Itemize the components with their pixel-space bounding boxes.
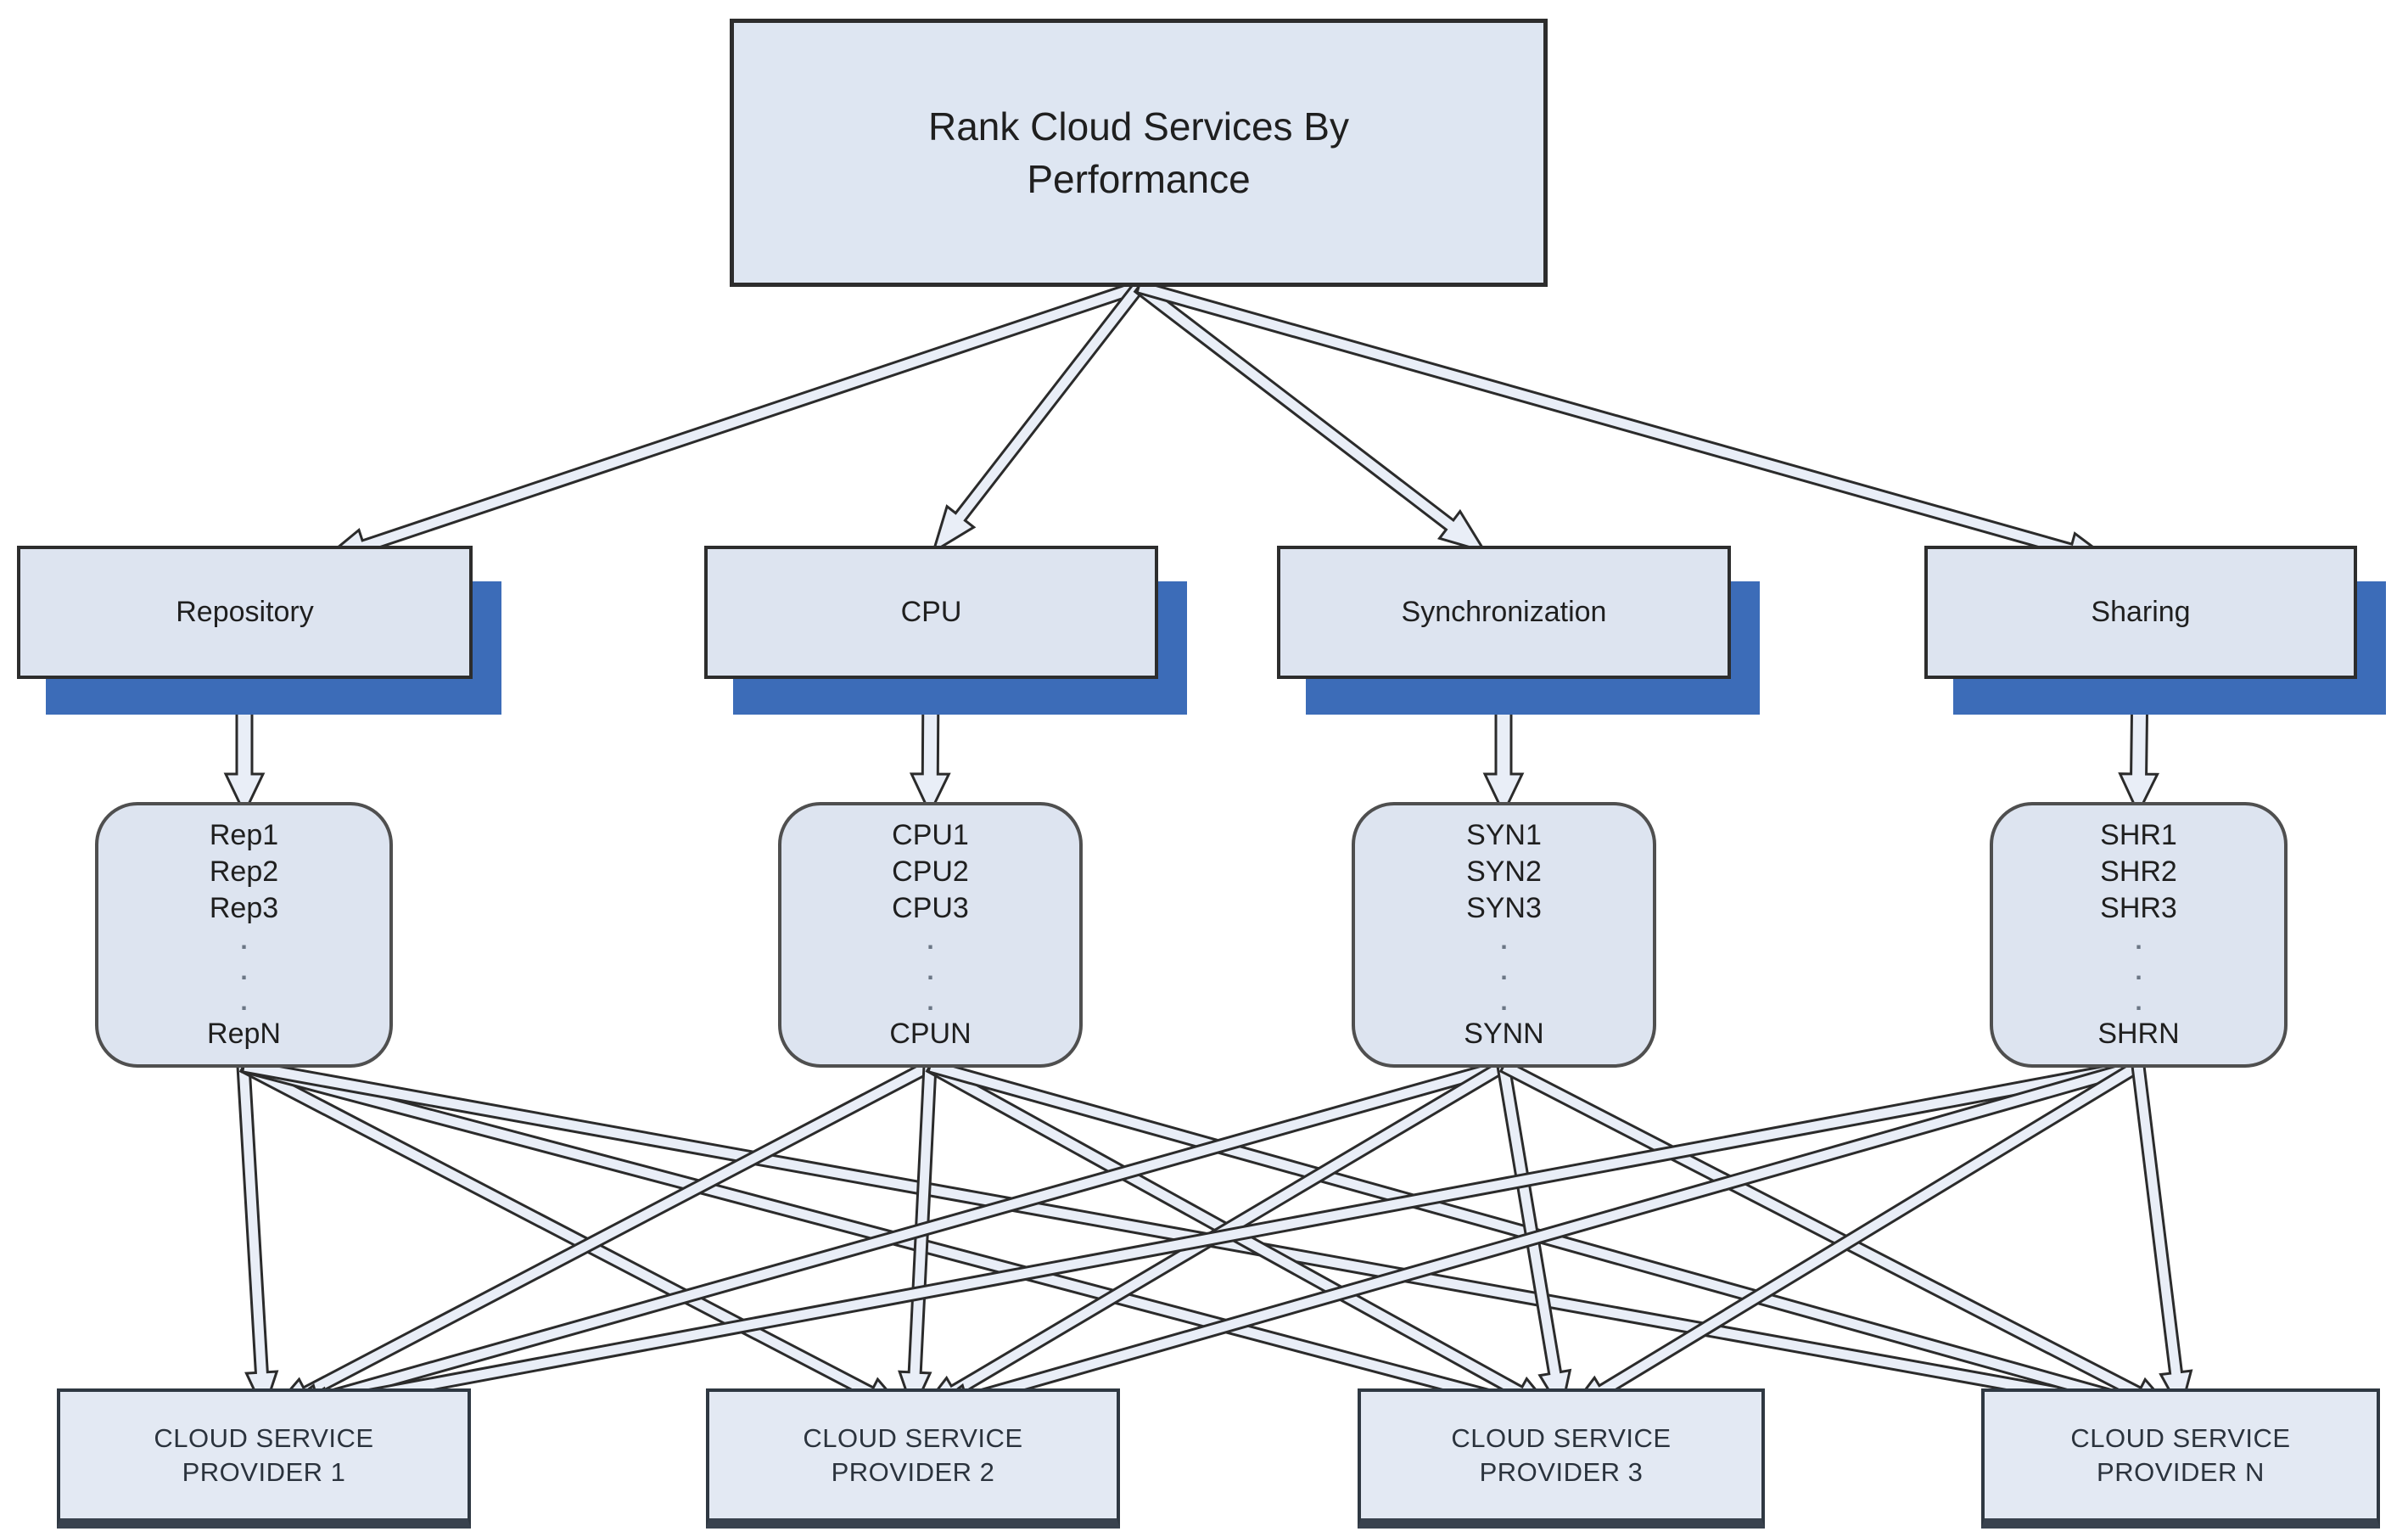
criterion-box-cpu: CPU (704, 546, 1158, 679)
provider-box-2: CLOUD SERVICE PROVIDER 2 (706, 1388, 1120, 1529)
alt-item-last: SYNN (1464, 1018, 1544, 1050)
alternatives-to-provider-arrow-1-3 (927, 1058, 2167, 1416)
criterion-box-synchronization: Synchronization (1277, 546, 1731, 679)
alternatives-box-synchronization: SYN1 SYN2 SYN3 . . . SYNN (1352, 802, 1656, 1068)
alternatives-to-provider-arrow-1-1 (898, 1064, 938, 1415)
goal-to-criterion-arrow-2 (1133, 280, 1488, 554)
alternatives-to-provider-arrow-3-3 (2131, 1063, 2193, 1415)
criterion-box-sharing: Sharing (1924, 546, 2357, 679)
criterion-box-repository: Repository (17, 546, 473, 679)
criterion-to-alternatives-arrow-2 (1482, 677, 1525, 816)
criterion-to-alternatives-arrow-1 (909, 677, 951, 816)
criterion-label-repository: Repository (176, 596, 314, 628)
provider-label-line2: PROVIDER N (2097, 1456, 2265, 1487)
criterion-to-alternatives-arrow-0 (223, 677, 266, 816)
goal-box: Rank Cloud Services By Performance (730, 19, 1548, 287)
alternatives-to-provider-arrow-2-1 (918, 1058, 1509, 1413)
alt-item: SHR2 (2100, 855, 2177, 888)
goal-to-criterion-arrow-1 (931, 281, 1145, 555)
alternatives-box-repository: Rep1 Rep2 Rep3 . . . RepN (95, 802, 393, 1068)
alt-item: CPU1 (892, 819, 969, 851)
alt-item: SYN3 (1466, 892, 1542, 924)
alternatives-to-provider-arrow-3-2 (1566, 1058, 2143, 1413)
alt-item-last: CPUN (889, 1018, 972, 1050)
provider-label-line1: CLOUD SERVICE (154, 1422, 374, 1453)
alt-item-last: RepN (207, 1018, 281, 1050)
provider-label-line2: PROVIDER 1 (182, 1456, 346, 1487)
goal-to-criterion-arrow-3 (1135, 279, 2117, 568)
alt-item: CPU2 (892, 855, 969, 888)
provider-label-line2: PROVIDER 2 (831, 1456, 995, 1487)
vertical-ellipsis: . . . (1500, 926, 1508, 1016)
provider-label-line2: PROVIDER 3 (1479, 1456, 1644, 1487)
alternatives-box-sharing: SHR1 SHR2 SHR3 . . . SHRN (1990, 802, 2288, 1068)
alternatives-to-provider-arrow-2-3 (1498, 1058, 2176, 1412)
provider-label-line1: CLOUD SERVICE (2070, 1422, 2291, 1453)
vertical-ellipsis: . . . (2135, 926, 2142, 1016)
alt-item: SHR3 (2100, 892, 2177, 924)
alternatives-to-provider-arrow-3-1 (927, 1058, 2142, 1416)
diagram-title: Rank Cloud Services By Performance (928, 104, 1349, 201)
criterion-label-synchronization: Synchronization (1401, 596, 1607, 628)
alt-item-last: SHRN (2097, 1018, 2180, 1050)
criterion-label-sharing: Sharing (2091, 596, 2191, 628)
goal-to-criterion-arrow-0 (319, 279, 1143, 564)
alt-item: Rep1 (209, 819, 279, 851)
alternatives-to-provider-arrow-1-2 (925, 1058, 1556, 1412)
provider-label-line1: CLOUD SERVICE (803, 1422, 1023, 1453)
alternatives-to-provider-arrow-1-0 (269, 1058, 935, 1412)
criterion-to-alternatives-arrow-3 (2118, 677, 2159, 816)
alternatives-to-provider-arrow-0-0 (236, 1064, 279, 1415)
alternatives-to-provider-arrow-0-2 (240, 1058, 1548, 1417)
alternatives-to-provider-arrow-3-0 (286, 1058, 2142, 1421)
provider-box-3: CLOUD SERVICE PROVIDER 3 (1358, 1388, 1765, 1529)
vertical-ellipsis: . . . (927, 926, 934, 1016)
alt-item: Rep2 (209, 855, 279, 888)
vertical-ellipsis: . . . (240, 926, 248, 1016)
alt-item: SHR1 (2100, 819, 2177, 851)
provider-label-line1: CLOUD SERVICE (1451, 1422, 1672, 1453)
alternatives-to-provider-arrow-2-2 (1496, 1063, 1572, 1414)
alternatives-to-provider-arrow-2-0 (277, 1058, 1507, 1416)
alternatives-to-provider-arrow-0-1 (238, 1058, 908, 1412)
alt-item: SYN1 (1466, 819, 1542, 851)
provider-box-n: CLOUD SERVICE PROVIDER N (1981, 1388, 2380, 1529)
alt-item: SYN2 (1466, 855, 1542, 888)
provider-box-1: CLOUD SERVICE PROVIDER 1 (57, 1388, 471, 1529)
criterion-label-cpu: CPU (900, 596, 962, 628)
alt-item: CPU3 (892, 892, 969, 924)
alternatives-box-cpu: CPU1 CPU2 CPU3 . . . CPUN (778, 802, 1083, 1068)
alt-item: Rep3 (209, 892, 279, 924)
alternatives-to-provider-arrow-0-3 (241, 1058, 2159, 1421)
